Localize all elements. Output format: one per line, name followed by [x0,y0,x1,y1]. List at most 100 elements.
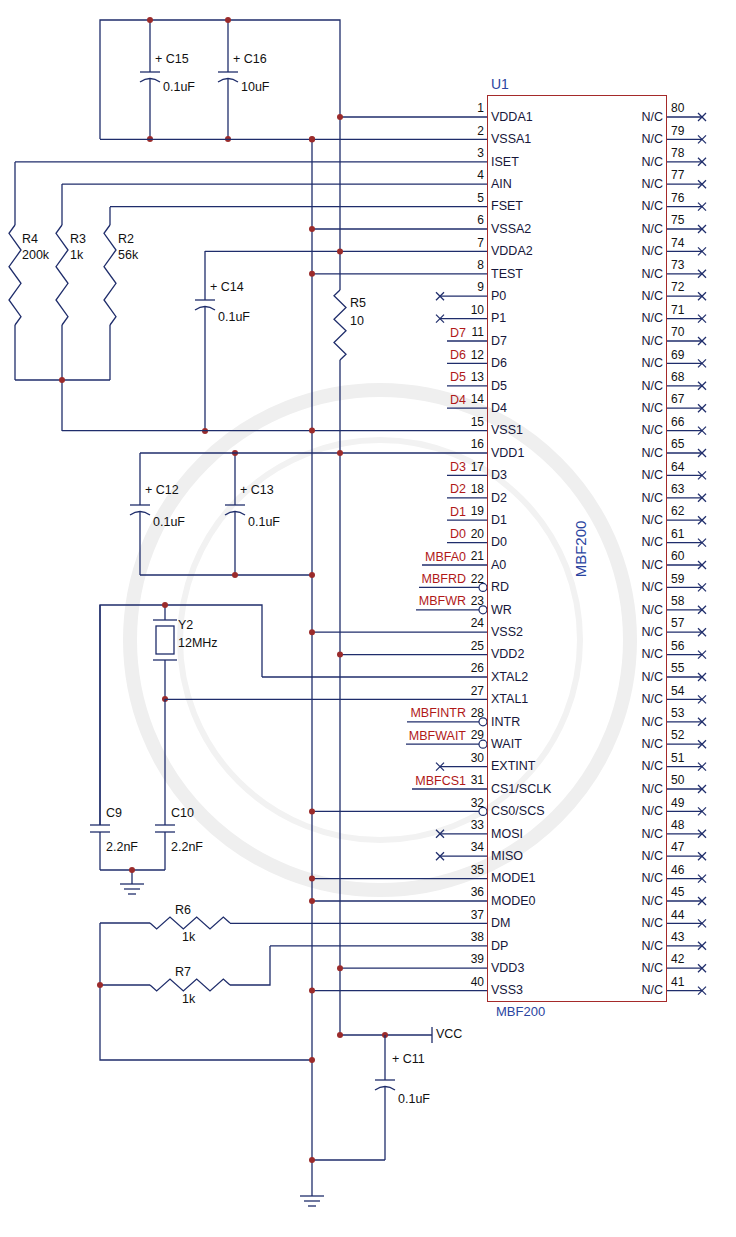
watermark-seal [130,390,630,890]
no-connect-mark [698,449,706,457]
no-connect-mark [698,964,706,972]
part-number: MBF200 [572,520,589,577]
pin-line [667,968,702,969]
wire [100,984,150,985]
signal-name: MBFWAIT [409,729,466,743]
pin-line [140,452,487,453]
junction-dot [309,428,315,434]
signal-name: MBFINTR [410,706,466,720]
pin-number: 72 [671,281,684,295]
pin-name: N/C [641,423,663,437]
part-name: R6 [175,903,191,917]
pin-number: 73 [671,259,684,273]
pin-number: 47 [671,841,684,855]
pin-name: N/C [641,267,663,281]
junction-dot [337,114,343,120]
pin-name: VDD1 [491,446,524,460]
no-connect-mark [698,651,706,659]
pin-line [447,363,487,364]
pin-name: N/C [641,715,663,729]
no-connect-mark [698,942,706,950]
ground-symbol [124,888,140,889]
pin-name: N/C [641,961,663,975]
signal-name: D3 [450,460,466,474]
no-connect-mark [698,315,706,323]
pin-number: 42 [671,953,684,967]
junction-dot [309,629,315,635]
pin-name: CS1/SCLK [491,782,551,796]
pin-number: 62 [671,505,684,519]
junction-dot [337,450,343,456]
pin-line [440,833,487,834]
wire [61,184,62,225]
pin-name: N/C [641,110,663,124]
pin-line [447,385,487,386]
pin-name: TEST [491,267,523,281]
pin-name: N/C [641,446,663,460]
pin-name: VSS3 [491,983,523,997]
no-connect-mark [698,135,706,143]
pin-number: 16 [471,438,484,452]
pin-line [667,833,702,834]
pin-line [667,161,702,162]
pin-number: 70 [671,326,684,340]
pin-line [447,475,487,476]
pin-number: 33 [471,819,484,833]
pin-number: 31 [471,774,484,788]
pin-name: D2 [491,491,507,505]
pin-line [667,497,702,498]
part-name: + C15 [155,52,189,66]
pin-number: 38 [471,931,484,945]
ground-symbol [128,893,136,894]
pin-number: 71 [671,304,684,318]
pin-name: D4 [491,401,507,415]
pin-line [667,228,702,229]
pin-name: D5 [491,379,507,393]
pin-line [667,408,702,409]
no-connect-mark [698,404,706,412]
no-connect-mark [436,830,444,838]
pin-number: 2 [477,125,484,139]
wire [100,922,150,923]
no-connect-mark [698,942,706,950]
pin-number: 67 [671,393,684,407]
pin-number: 39 [471,953,484,967]
junction-dot [309,572,315,578]
no-connect-mark [698,785,706,793]
crystal-symbol [153,619,177,620]
no-connect-mark [698,494,706,502]
pin-line [230,923,487,924]
component-value: 0.1uF [163,80,195,94]
pin-number: 8 [477,259,484,273]
wire [149,20,150,72]
pin-line [667,990,702,991]
no-connect-mark [698,919,706,927]
pin-name: A0 [491,558,506,572]
pin-line [667,542,702,543]
no-connect-mark [698,135,706,143]
pin-line [667,564,702,565]
capacitor-symbol [218,71,238,72]
pin-name: N/C [641,401,663,415]
no-connect-mark [698,270,706,278]
wire [384,1035,385,1080]
pin-name: N/C [641,177,663,191]
component-value: 56k [118,248,138,262]
pin-line [412,788,487,789]
pin-name: MOSI [491,827,523,841]
pin-line [667,116,702,117]
pin-name: VDD3 [491,961,524,975]
no-connect-mark [698,651,706,659]
no-connect-mark [698,628,706,636]
no-connect-mark [436,852,444,860]
pin-line [667,251,702,252]
pin-name: N/C [641,379,663,393]
component-value: 0.1uF [218,310,250,324]
pin-name: N/C [641,311,663,325]
no-connect-mark [698,113,706,121]
pin-line [447,408,487,409]
no-connect-mark [698,852,706,860]
wire [311,1190,312,1196]
pin-number: 48 [671,819,684,833]
pin-number: 43 [671,931,684,945]
